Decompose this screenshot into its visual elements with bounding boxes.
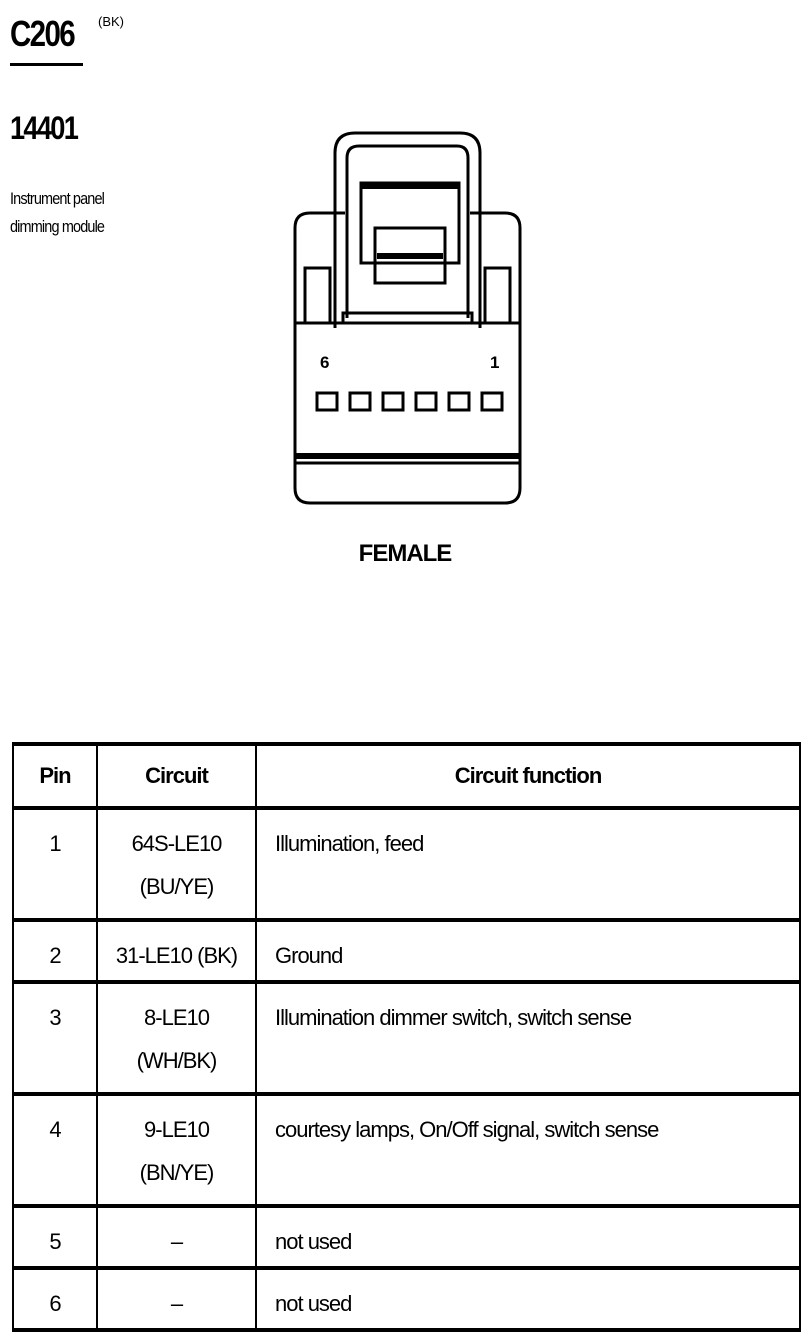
circuit-text: 8-LE10 (WH/BK) (136, 1005, 218, 1073)
cell-function: Illumination, feed (255, 807, 801, 922)
part-number: 14401 (10, 110, 79, 146)
gender-label: FEMALE (358, 540, 453, 567)
cavity-4 (381, 391, 405, 412)
connector-id: C206 (10, 13, 76, 54)
part-description: Instrument panel dimming module (10, 185, 105, 241)
cavity-6 (315, 391, 339, 412)
pinout-table: Pin Circuit Circuit function 1 64S-LE10 … (12, 742, 801, 1332)
cell-pin: 5 (12, 1205, 98, 1270)
cell-pin: 6 (12, 1267, 98, 1332)
pin-label-right: 1 (490, 353, 499, 372)
table-row: 3 8-LE10 (WH/BK) Illumination dimmer swi… (12, 981, 801, 1096)
part-description-line-1: Instrument panel (10, 189, 105, 208)
cell-pin: 4 (12, 1093, 98, 1208)
cavity-1 (480, 391, 504, 412)
circuit-text: 31-LE10 (BK) (115, 943, 238, 968)
cell-function: Illumination dimmer switch, switch sense (255, 981, 801, 1096)
cell-pin: 1 (12, 807, 98, 922)
cell-circuit: 64S-LE10 (BU/YE) (96, 807, 257, 922)
table-row: 2 31-LE10 (BK) Ground (12, 919, 801, 984)
cell-function: courtesy lamps, On/Off signal, switch se… (255, 1093, 801, 1208)
cell-pin: 2 (12, 919, 98, 984)
header-pin: Pin (12, 742, 98, 810)
cell-circuit: – (96, 1205, 257, 1270)
table-row: 5 – not used (12, 1205, 801, 1270)
part-description-line-2: dimming module (10, 217, 105, 236)
cell-circuit: 31-LE10 (BK) (96, 919, 257, 984)
table-row: 6 – not used (12, 1267, 801, 1332)
cavity-5 (348, 391, 372, 412)
pin-cavities (315, 391, 504, 412)
header-circuit: Circuit (96, 742, 257, 810)
cell-circuit: 8-LE10 (WH/BK) (96, 981, 257, 1096)
header-circuit-function: Circuit function (255, 742, 801, 810)
cell-function: Ground (255, 919, 801, 984)
cell-function: not used (255, 1267, 801, 1332)
circuit-text: 64S-LE10 (BU/YE) (131, 831, 223, 899)
cell-circuit: 9-LE10 (BN/YE) (96, 1093, 257, 1208)
connector-color: (BK) (98, 14, 124, 29)
table-header-row: Pin Circuit Circuit function (12, 742, 801, 810)
table-row: 4 9-LE10 (BN/YE) courtesy lamps, On/Off … (12, 1093, 801, 1208)
cell-pin: 3 (12, 981, 98, 1096)
table-row: 1 64S-LE10 (BU/YE) Illumination, feed (12, 807, 801, 922)
connector-face-diagram: 6 1 (293, 131, 522, 505)
cell-function: not used (255, 1205, 801, 1270)
title-underline (10, 63, 83, 66)
circuit-text: 9-LE10 (BN/YE) (139, 1117, 215, 1185)
pin-label-left: 6 (320, 353, 329, 372)
cavity-2 (447, 391, 471, 412)
cell-circuit: – (96, 1267, 257, 1332)
cavity-3 (414, 391, 438, 412)
